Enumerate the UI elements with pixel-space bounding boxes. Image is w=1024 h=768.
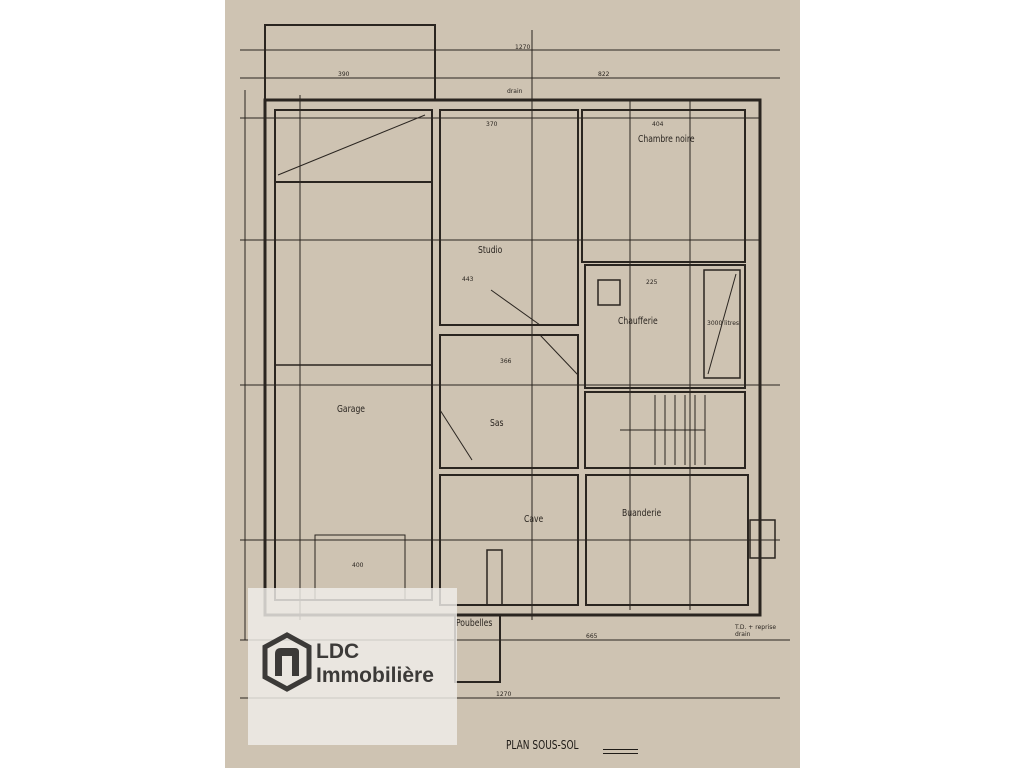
room-label-chaufferie: Chaufferie (618, 316, 658, 327)
logo-text-line2: Immobilière (316, 664, 434, 687)
room-label-chambre-noire: Chambre noire (638, 134, 695, 145)
room-label-sas: Sas (490, 418, 504, 429)
room-label-buanderie: Buanderie (622, 508, 662, 519)
dimension-label: 665 (586, 633, 598, 640)
dimension-label: 404 (652, 121, 664, 128)
room-label-poubelles: Poubelles (456, 618, 493, 629)
outer-wall (263, 98, 762, 617)
dimension-label: 390 (338, 71, 350, 78)
tank-label: 3000 litres (707, 320, 740, 327)
dimension-label: 1270 (515, 44, 531, 51)
studio-wall (439, 109, 579, 326)
drain-label: drain (507, 88, 523, 95)
dimension-label: 366 (500, 358, 512, 365)
dimension-label: 370 (486, 121, 498, 128)
garage-wall (274, 109, 433, 601)
sas-wall (439, 334, 579, 469)
dimension-label: 225 (646, 279, 658, 286)
room-label-cave: Cave (524, 514, 544, 525)
title-underline (603, 749, 638, 754)
room-label-studio: Studio (478, 245, 503, 256)
chaufferie-wall (584, 264, 746, 389)
room-label-garage: Garage (337, 404, 366, 415)
td-label: T.D. + reprise drain (735, 624, 777, 638)
stairs-wall (584, 391, 746, 469)
plan-title: PLAN SOUS-SOL (506, 738, 579, 752)
balcony-outline (264, 24, 436, 101)
dimension-label: 1270 (496, 691, 512, 698)
dimension-label: 400 (352, 562, 364, 569)
logo-hexagon-icon (262, 632, 312, 692)
chambre-noire-wall (581, 109, 746, 263)
dimension-label: 443 (462, 276, 474, 283)
dimension-label: 822 (598, 71, 610, 78)
logo-text-line1: LDC (316, 640, 360, 663)
tank-outline (703, 269, 741, 379)
watermark-logo: LDC Immobilière (248, 588, 457, 745)
